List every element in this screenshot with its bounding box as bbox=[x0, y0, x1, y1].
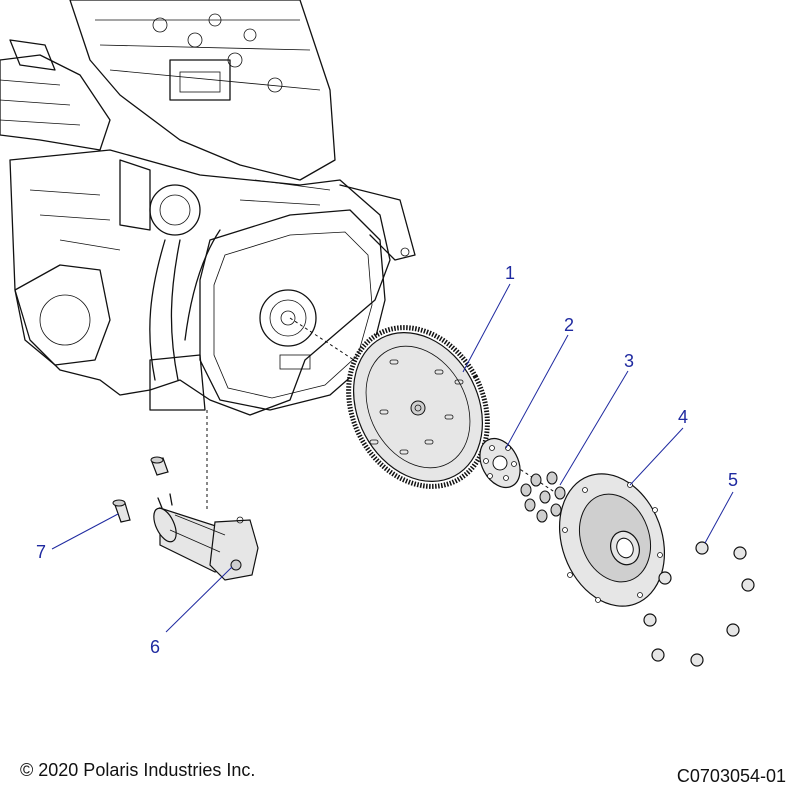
bolt-set[interactable] bbox=[520, 471, 566, 523]
callout-label: 3 bbox=[624, 351, 634, 371]
engine-assembly bbox=[0, 0, 416, 416]
callout-1: 1 bbox=[462, 263, 515, 373]
callout-label: 2 bbox=[564, 315, 574, 335]
callout-4: 4 bbox=[629, 407, 688, 486]
callout-label: 1 bbox=[505, 263, 515, 283]
callout-label: 7 bbox=[36, 542, 46, 562]
starter-bolt[interactable] bbox=[112, 456, 169, 523]
callout-label: 4 bbox=[678, 407, 688, 427]
callout-6: 6 bbox=[150, 566, 233, 657]
callout-label: 6 bbox=[150, 637, 160, 657]
flywheel[interactable] bbox=[322, 303, 515, 511]
nut-set[interactable] bbox=[643, 541, 755, 667]
callout-label: 5 bbox=[728, 470, 738, 490]
copyright-notice: © 2020 Polaris Industries Inc. bbox=[20, 760, 256, 780]
callout-7: 7 bbox=[36, 513, 119, 562]
callout-5: 5 bbox=[704, 470, 738, 544]
spacer-plate[interactable] bbox=[472, 432, 528, 495]
callout-2: 2 bbox=[505, 315, 574, 449]
starter-motor[interactable] bbox=[149, 493, 259, 581]
drawing-number: C0703054-01 bbox=[676, 766, 786, 786]
callout-3: 3 bbox=[559, 351, 634, 486]
drive-hub[interactable] bbox=[542, 459, 682, 621]
